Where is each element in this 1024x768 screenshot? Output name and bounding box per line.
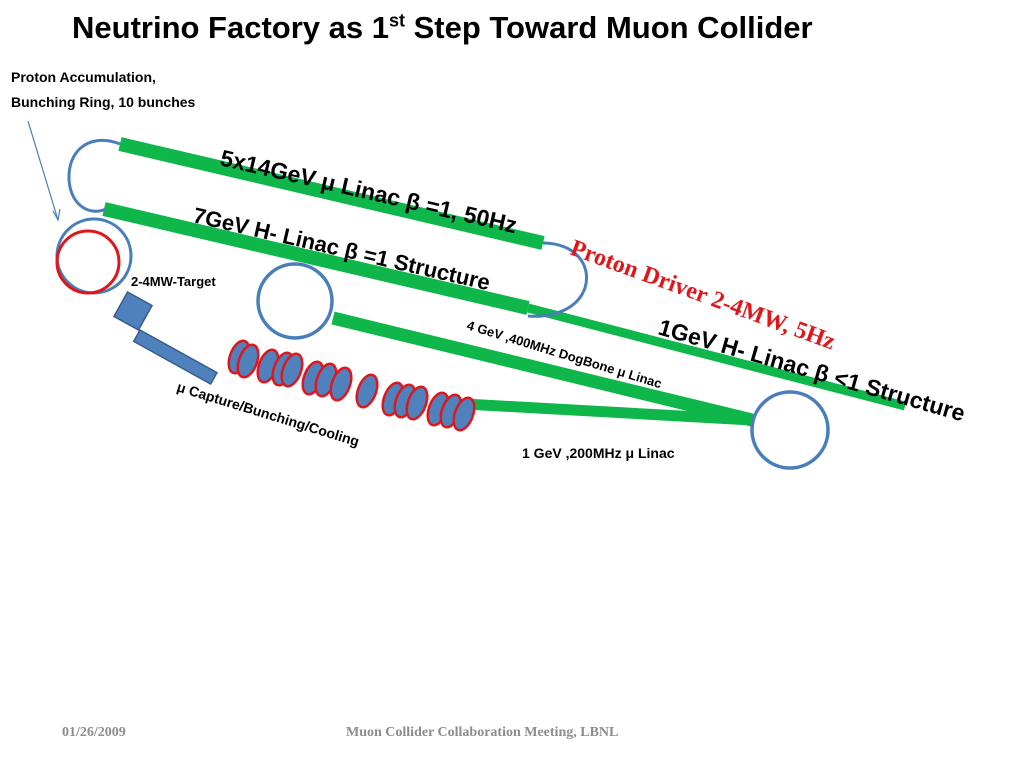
footer-date: 01/26/2009	[62, 725, 126, 740]
mu-linac-bar	[118, 137, 545, 250]
h1-linac-bar	[526, 303, 907, 411]
ring-pointer-arrowhead	[52, 208, 61, 222]
dogbone-linac-bar	[331, 311, 754, 427]
title-main: Neutrino Factory as 1	[72, 10, 389, 45]
footer-meeting: Muon Collider Collaboration Meeting, LBN…	[346, 725, 619, 740]
title-rest: Step Toward Muon Collider	[405, 10, 813, 45]
slide-title: Neutrino Factory as 1st Step Toward Muon…	[72, 10, 813, 46]
ring-label-line2: Bunching Ring, 10 bunches	[11, 94, 196, 110]
mu-linac-return-arc-left	[67, 138, 121, 213]
mu-linac-return-arc-right	[527, 241, 588, 318]
ring-pointer-arrow	[27, 120, 59, 221]
dogbone-loop-right	[750, 390, 830, 470]
target-icon	[112, 290, 218, 386]
linac-200-bar	[464, 398, 753, 426]
target-label: 2-4MW-Target	[131, 274, 216, 289]
linac-200-label: 1 GeV ,200MHz μ Linac	[522, 445, 675, 461]
bunching-ring-red	[55, 229, 121, 295]
ring-label-line1: Proton Accumulation,	[11, 69, 156, 85]
dogbone-loop-left	[256, 262, 334, 340]
h7-linac-bar	[102, 202, 530, 315]
title-superscript: st	[388, 10, 405, 31]
capture-cooling-coils	[227, 339, 476, 432]
